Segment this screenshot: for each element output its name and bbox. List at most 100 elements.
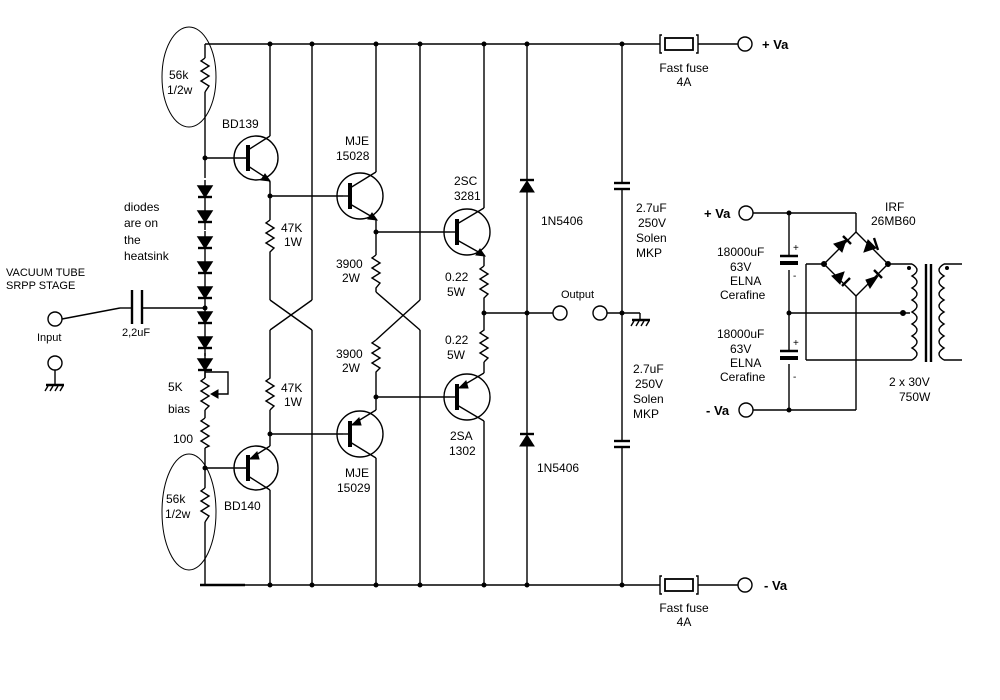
r022-top-rating: 5W bbox=[447, 285, 466, 299]
transistor-mje15029 bbox=[336, 378, 384, 585]
bias-trim-potentiometer[interactable] bbox=[199, 377, 211, 411]
junction-dot bbox=[619, 41, 625, 47]
bias-diode bbox=[196, 210, 214, 224]
terminal-plus-va-label: + Va bbox=[762, 37, 789, 52]
ce-top-minus: - bbox=[793, 271, 796, 282]
q4-label-2: 15029 bbox=[337, 481, 371, 495]
c-bottom-label-1: 2.7uF bbox=[633, 362, 664, 376]
c-bottom-label-2: 250V bbox=[635, 377, 663, 391]
c-top-label-2: 250V bbox=[638, 216, 666, 230]
c-top-label-1: 2.7uF bbox=[636, 201, 667, 215]
bias-diode bbox=[196, 311, 214, 325]
diodes-note-1: diodes bbox=[124, 200, 159, 214]
junction-dot bbox=[524, 310, 530, 316]
bridge-label-2: 26MB60 bbox=[871, 214, 916, 228]
q5-label-1: 2SC bbox=[454, 174, 478, 188]
psu-terminal-plus[interactable] bbox=[738, 205, 754, 221]
transformer bbox=[900, 263, 962, 362]
q3-label-1: MJE bbox=[345, 134, 369, 148]
q3-label-2: 15028 bbox=[336, 149, 370, 163]
psu-minus-label: - Va bbox=[706, 403, 730, 418]
junction-dot bbox=[373, 229, 379, 235]
input-terminal[interactable] bbox=[47, 311, 63, 327]
capacitor-film-top bbox=[614, 44, 630, 440]
coupling-capacitor bbox=[130, 290, 144, 324]
r3900-bottom-rating: 2W bbox=[342, 361, 361, 375]
fuse-top bbox=[659, 34, 699, 54]
r56k-bottom-value: 56k bbox=[166, 492, 186, 506]
highlight-ellipse-top bbox=[161, 26, 217, 128]
c-top-label-3: Solen bbox=[636, 231, 667, 245]
junction-dot bbox=[267, 431, 273, 437]
q4-label-1: MJE bbox=[345, 466, 369, 480]
r3900-top-value: 3900 bbox=[336, 257, 363, 271]
junction-dot bbox=[786, 310, 792, 316]
ce-top-label-2: 63V bbox=[730, 260, 751, 274]
q6-label-2: 1302 bbox=[449, 444, 476, 458]
junction-dot bbox=[417, 582, 423, 588]
diodes-note-2: are on bbox=[124, 216, 158, 230]
output-terminal-load[interactable] bbox=[592, 305, 608, 321]
q5-label-2: 3281 bbox=[454, 189, 481, 203]
ce-bottom-label-4: Cerafine bbox=[720, 370, 766, 384]
input-stage-title-1: VACUUM TUBE bbox=[6, 267, 85, 279]
transistor-mje15028 bbox=[336, 44, 384, 255]
r022-top-value: 0.22 bbox=[445, 270, 469, 284]
bridge-label-1: IRF bbox=[885, 200, 904, 214]
terminal-plus-va[interactable] bbox=[737, 36, 753, 52]
junction-dot bbox=[202, 155, 208, 161]
diodes-note-3: the bbox=[124, 233, 141, 247]
junction-dot bbox=[524, 41, 530, 47]
terminal-minus-va-label: - Va bbox=[764, 578, 788, 593]
resistor-100 bbox=[199, 417, 211, 449]
bias-diode-chain bbox=[196, 180, 214, 378]
junction-dot bbox=[786, 407, 792, 413]
junction-dot bbox=[417, 41, 423, 47]
resistor-47k-bottom bbox=[264, 330, 276, 411]
fuse-top-label-2: 4A bbox=[677, 75, 692, 89]
junction-dot bbox=[373, 394, 379, 400]
q1-label: BD139 bbox=[222, 117, 259, 131]
junction-dot bbox=[202, 305, 208, 311]
ce-bottom-label-3: ELNA bbox=[730, 356, 761, 370]
transformer-label-1: 2 x 30V bbox=[889, 375, 930, 389]
transistor-2sc3281 bbox=[443, 44, 491, 266]
junction-dot bbox=[373, 582, 379, 588]
r47k-bottom-value: 47K bbox=[281, 381, 302, 395]
bias-diode bbox=[196, 358, 214, 372]
coupling-cap-label: 2,2uF bbox=[122, 327, 150, 339]
input-ground-terminal[interactable] bbox=[47, 355, 63, 371]
input-wiring bbox=[61, 307, 205, 320]
ce-bottom-plus: + bbox=[793, 338, 799, 349]
junction-dot bbox=[481, 582, 487, 588]
diodes-note-4: heatsink bbox=[124, 249, 170, 263]
diode-1n5406-top bbox=[519, 44, 535, 313]
crossover-wires-3900 bbox=[375, 44, 421, 585]
input-label: Input bbox=[37, 332, 61, 344]
output-terminal-amp[interactable] bbox=[552, 305, 568, 321]
highlight-ellipse-bottom bbox=[161, 453, 217, 571]
ce-top-plus: + bbox=[793, 243, 799, 254]
junction-dot bbox=[524, 582, 530, 588]
r3900-top-rating: 2W bbox=[342, 271, 361, 285]
r56k-bottom-rating: 1/2w bbox=[165, 507, 191, 521]
fuse-bottom-label-1: Fast fuse bbox=[659, 601, 709, 615]
c-bottom-label-3: Solen bbox=[633, 392, 664, 406]
junction-dot bbox=[309, 582, 315, 588]
junction-dot bbox=[267, 41, 273, 47]
ce-top-label-1: 18000uF bbox=[717, 245, 764, 259]
r56k-top-rating: 1/2w bbox=[167, 83, 193, 97]
terminal-minus-va[interactable] bbox=[737, 577, 753, 593]
bias-diode bbox=[196, 236, 214, 250]
ce-bottom-label-2: 63V bbox=[730, 342, 751, 356]
bias-diode bbox=[196, 185, 214, 199]
diode-1n5406-bottom bbox=[519, 313, 535, 585]
psu-terminal-minus[interactable] bbox=[738, 402, 754, 418]
d-top-label: 1N5406 bbox=[541, 214, 583, 228]
junction-dot bbox=[373, 41, 379, 47]
q6-label-1: 2SA bbox=[450, 429, 473, 443]
ground-symbol-output bbox=[630, 313, 650, 327]
r022-bottom-value: 0.22 bbox=[445, 333, 469, 347]
bias-diode bbox=[196, 336, 214, 350]
